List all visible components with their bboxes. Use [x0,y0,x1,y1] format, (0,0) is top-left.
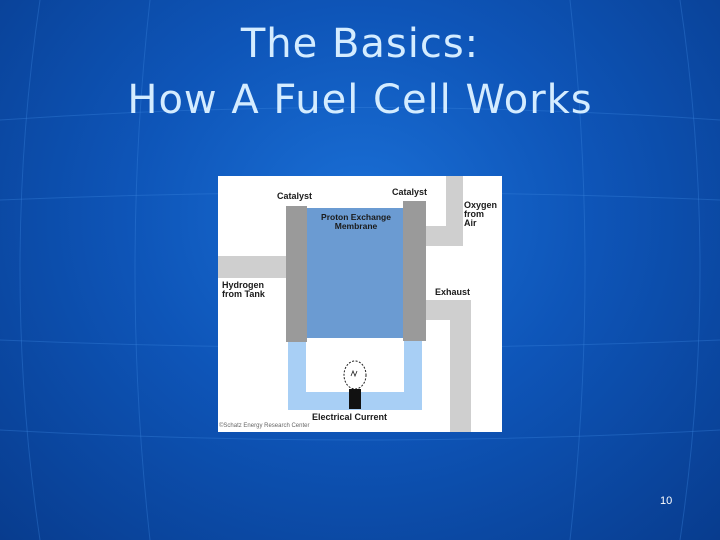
hydrogen-label: Hydrogen from Tank [222,281,265,299]
oxygen-pipe-horizontal [426,226,463,246]
hydrogen-pipe [218,256,286,278]
membrane-label-line-2: Membrane [334,221,378,231]
catalyst-right-electrode [403,201,426,341]
hydrogen-label-line-1: Hydrogen [222,280,265,290]
catalyst-left-electrode [286,206,307,342]
exhaust-label: Exhaust [435,287,471,297]
slide-title-line-1: The Basics: [240,21,480,67]
fuel-cell-diagram: Catalyst Catalyst Proton Exchange Membra… [218,176,502,432]
slide-title-line-2: How A Fuel Cell Works [127,77,593,123]
membrane-label-line-1: Proton Exchange [321,212,391,222]
oxygen-label-line-3: Air [464,218,477,228]
light-bulb-icon [343,360,367,409]
catalyst-left-label: Catalyst [277,191,313,201]
page-number: 10 [660,495,673,507]
copyright-notice: ©Schatz Energy Research Center [219,423,310,429]
proton-exchange-membrane [307,208,403,338]
membrane-label: Proton Exchange Membrane [307,213,405,231]
catalyst-right-label: Catalyst [392,187,428,197]
oxygen-label-line-2: from [464,209,484,219]
exhaust-pipe-vertical [450,300,471,432]
oxygen-label: Oxygen from Air [464,201,497,228]
oxygen-label-line-1: Oxygen [464,200,498,210]
electrical-current-label: Electrical Current [312,412,388,422]
hydrogen-label-line-2: from Tank [222,289,265,299]
fuel-cell-drawing [218,176,471,432]
slide-title: The Basics: How A Fuel Cell Works [0,16,720,128]
